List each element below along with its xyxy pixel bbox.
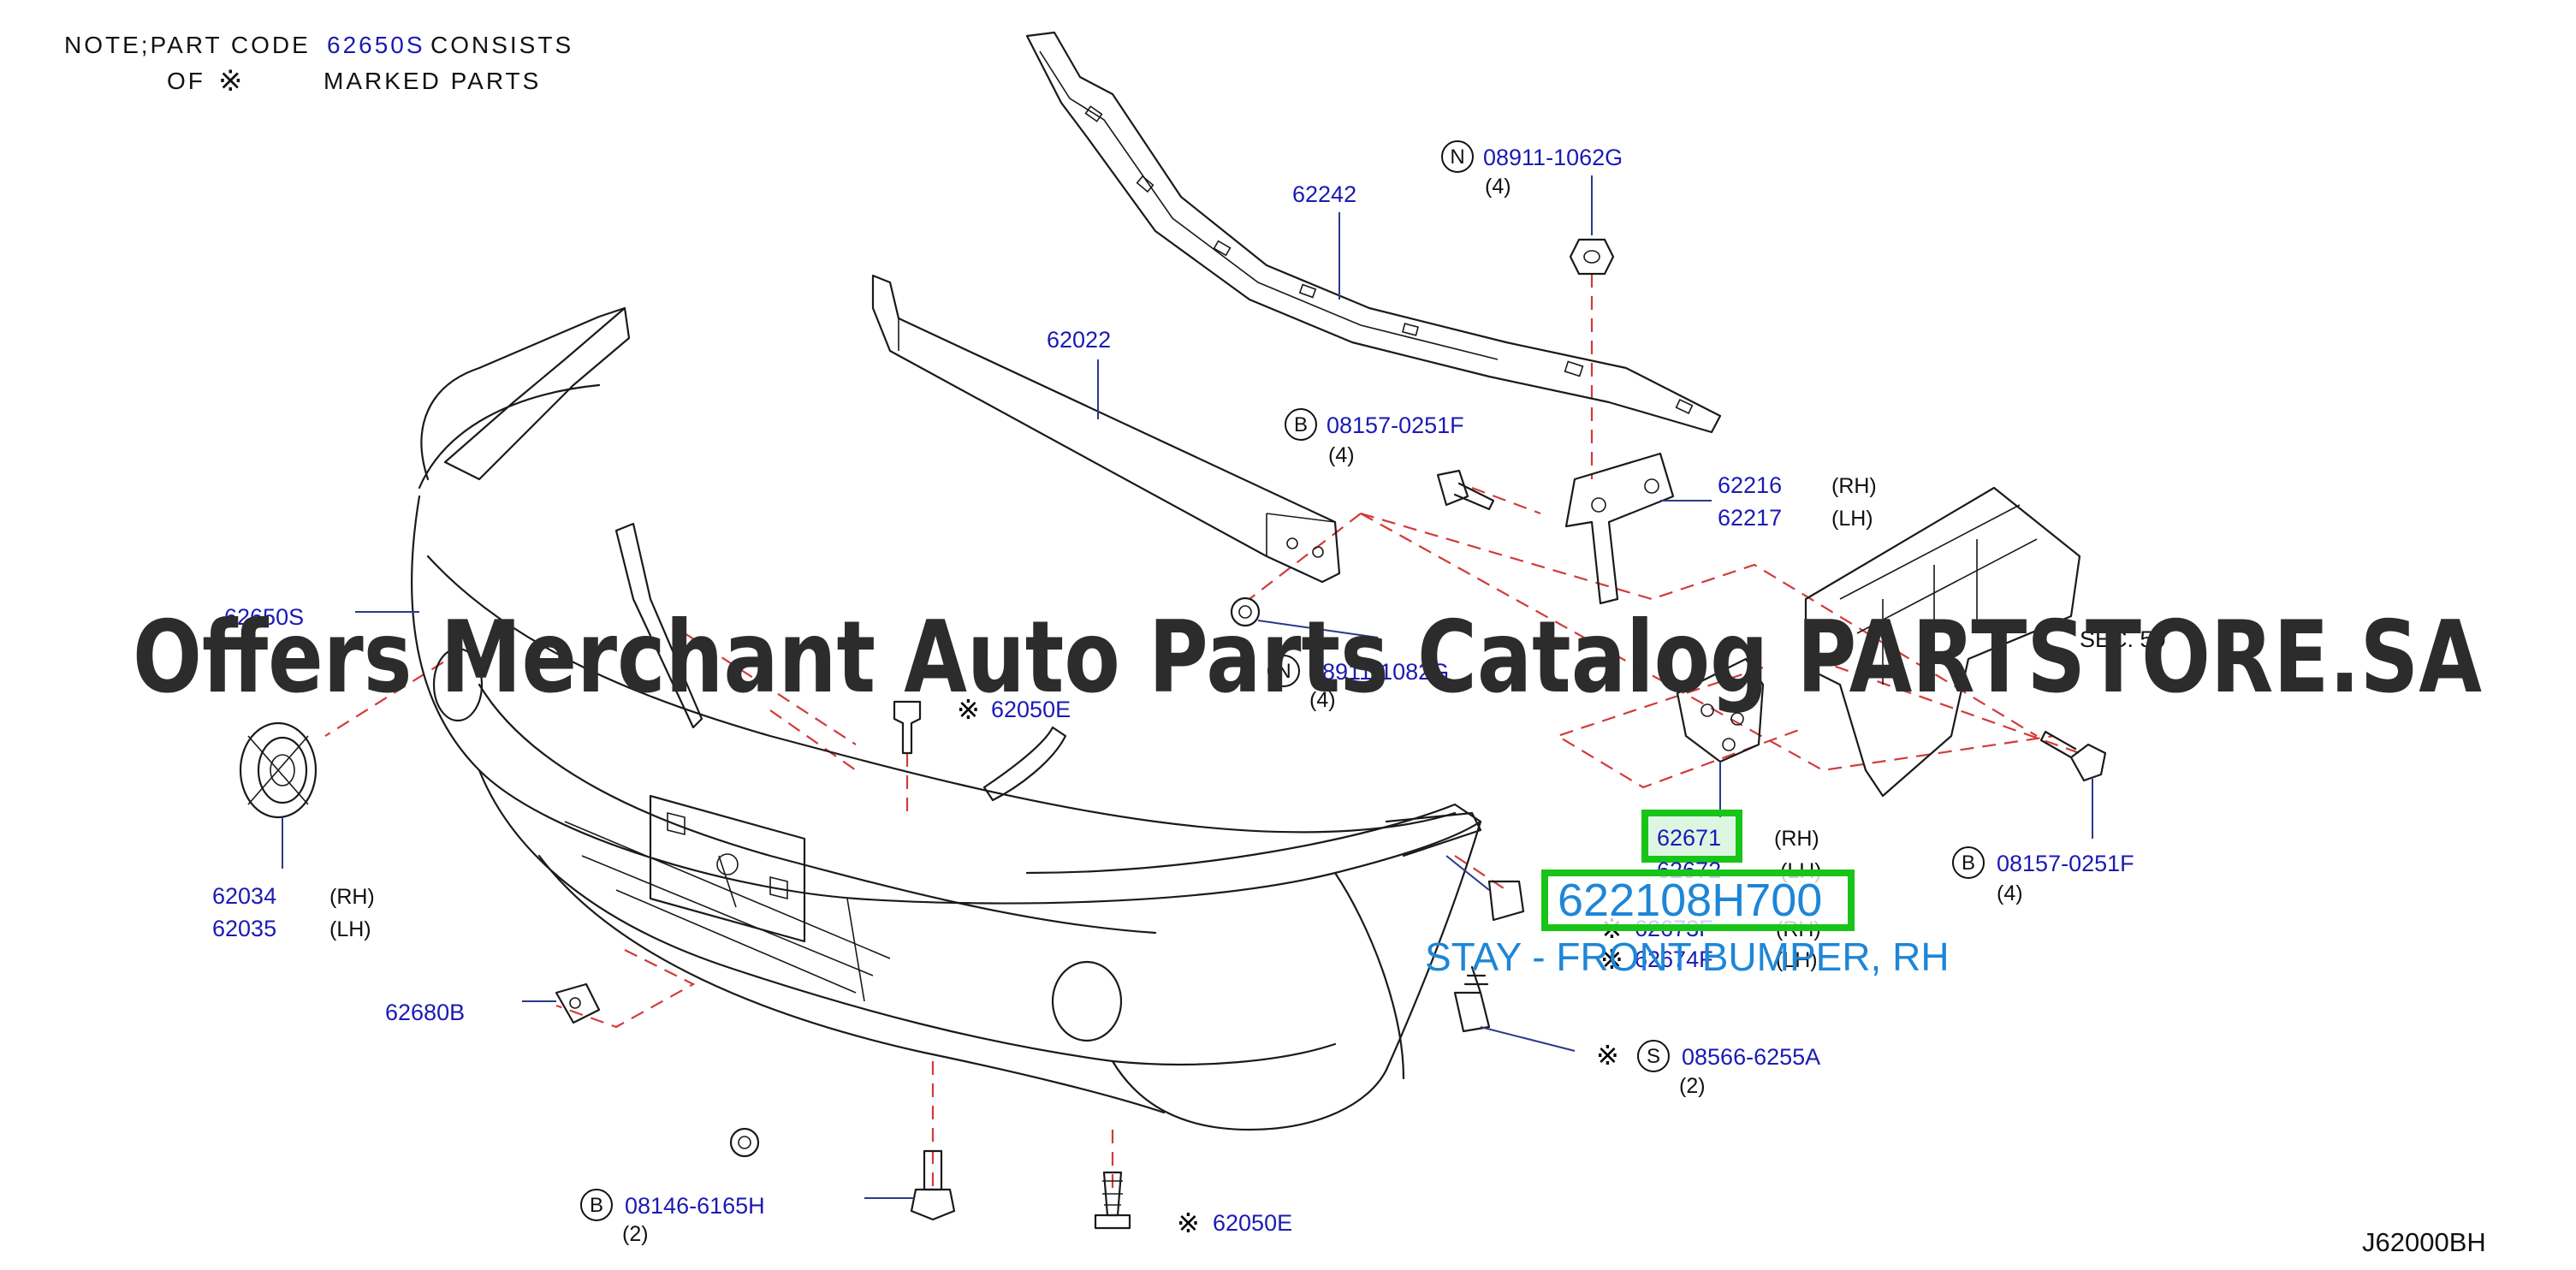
part-62671-stay-bracket[interactable]: [1676, 657, 1765, 763]
mark-icon-62050e-top: ※: [957, 694, 980, 725]
callout-b-letter-bottom: B: [590, 1194, 603, 1217]
note-block: NOTE;PART CODE 62650S CONSISTS OF ※ MARK…: [64, 32, 573, 98]
fastener-bolt-08157-0251f-right[interactable]: [2039, 730, 2107, 782]
label-62217-side: (LH): [1831, 507, 1873, 531]
label-08911-1062g-qty: (4): [1485, 175, 1511, 199]
mark-icon-62674f: ※: [1600, 944, 1623, 975]
label-62034-side: (RH): [329, 885, 375, 909]
label-08566-6255a-qty: (2): [1679, 1074, 1706, 1098]
fastener-bolt-08157-0251f-top[interactable]: [1436, 469, 1495, 511]
label-08157-0251f-top-qty: (4): [1328, 443, 1355, 467]
fastener-nut-lower[interactable]: [729, 1127, 760, 1158]
label-08157-0251f-right-qty: (4): [1997, 881, 2023, 905]
label-62217[interactable]: 62217: [1718, 505, 1782, 531]
part-62216-bracket[interactable]: [1564, 452, 1675, 605]
label-leaders: [282, 175, 2093, 1199]
fastener-screw-08566-6255a[interactable]: [1453, 965, 1491, 1033]
callout-b-letter-right: B: [1962, 852, 1975, 875]
watermark-text: Offers Merchant Auto Parts Catalog PARTS…: [133, 600, 2482, 715]
callout-s-letter: S: [1647, 1045, 1660, 1068]
highlight-box-62671: [1641, 810, 1742, 863]
fastener-clip-62050e-bottom[interactable]: [1094, 1171, 1131, 1230]
label-62671[interactable]: 62671: [1657, 825, 1721, 851]
fastener-clip-62680b[interactable]: [555, 982, 601, 1024]
label-62035[interactable]: 62035: [212, 916, 276, 941]
diagram-code: J62000BH: [2362, 1227, 2486, 1257]
label-62216[interactable]: 62216: [1718, 472, 1782, 498]
label-08911-hidden-qty: (4): [1309, 688, 1336, 712]
fastener-nut-08911-1062g[interactable]: [1569, 238, 1615, 276]
label-62242[interactable]: 62242: [1292, 181, 1356, 207]
label-08146-6165h[interactable]: 08146-6165H: [625, 1193, 765, 1219]
mark-icon-62050e-bottom: ※: [1177, 1208, 1200, 1238]
fastener-bolt-08146-6165h[interactable]: [910, 1149, 956, 1221]
label-62050e-bottom[interactable]: 62050E: [1213, 1210, 1292, 1236]
callout-n-icon: [1441, 140, 1474, 173]
label-62674f[interactable]: 62674F: [1635, 947, 1713, 972]
assembly-leader-lines: [324, 274, 2080, 1190]
callout-b-icon-bottom: [580, 1189, 613, 1221]
part-62242-reinforcement[interactable]: [1025, 31, 1722, 434]
label-08157-0251f-right[interactable]: 08157-0251F: [1997, 851, 2134, 876]
highlight-part-number[interactable]: 622108H700: [1558, 875, 1822, 926]
fastener-clip-62050e-top[interactable]: [893, 700, 922, 755]
label-62650s[interactable]: 62650S: [224, 604, 304, 630]
part-62022-armature[interactable]: [871, 274, 1341, 584]
label-62034[interactable]: 62034: [212, 883, 276, 909]
callout-n-letter: N: [1450, 145, 1464, 169]
callout-s-icon: [1637, 1040, 1670, 1072]
highlight-box-main: [1541, 869, 1855, 931]
label-62671-side: (RH): [1774, 827, 1819, 851]
fastener-nut-hidden[interactable]: [1230, 596, 1261, 627]
label-sec: SEC. 50: [2080, 626, 2166, 652]
label-62674f-side: (LH): [1776, 948, 1818, 972]
label-08566-6255a[interactable]: 08566-6255A: [1682, 1044, 1820, 1070]
label-62680b[interactable]: 62680B: [385, 1000, 465, 1025]
part-62034-fog-lamp[interactable]: [239, 721, 318, 819]
part-62022-fascia[interactable]: [411, 306, 1482, 1131]
label-62050e-top[interactable]: 62050E: [991, 697, 1071, 722]
note-part-code[interactable]: 62650S: [327, 32, 425, 58]
highlight-description: STAY - FRONT BUMPER, RH: [1425, 935, 1950, 979]
label-08157-0251f-top[interactable]: 08157-0251F: [1327, 412, 1464, 438]
label-08911-1062g[interactable]: 08911-1062G: [1483, 145, 1623, 170]
label-62216-side: (RH): [1831, 474, 1877, 498]
note-line1-prefix: NOTE;PART CODE: [64, 32, 311, 58]
note-line2-prefix: OF: [167, 68, 205, 94]
note-mark-icon: ※: [218, 65, 246, 98]
callout-b-icon-right: [1952, 846, 1985, 879]
mark-icon-08566: ※: [1596, 1040, 1619, 1071]
label-62035-side: (LH): [329, 917, 371, 941]
label-08911-hidden[interactable]: 08911-1082G: [1309, 659, 1449, 685]
side-member: [1804, 486, 2081, 798]
note-line1-suffix: CONSISTS: [430, 32, 573, 58]
fastener-clip-62673f[interactable]: [1487, 880, 1525, 922]
callout-b-icon-top: [1285, 408, 1317, 441]
callout-n-letter-hidden: N: [1276, 660, 1291, 683]
note-line2-suffix: MARKED PARTS: [323, 68, 541, 94]
label-08146-6165h-qty: (2): [622, 1222, 649, 1246]
label-62022[interactable]: 62022: [1047, 327, 1111, 353]
callout-b-letter-top: B: [1294, 413, 1308, 436]
callout-n-icon-hidden: [1267, 655, 1300, 687]
